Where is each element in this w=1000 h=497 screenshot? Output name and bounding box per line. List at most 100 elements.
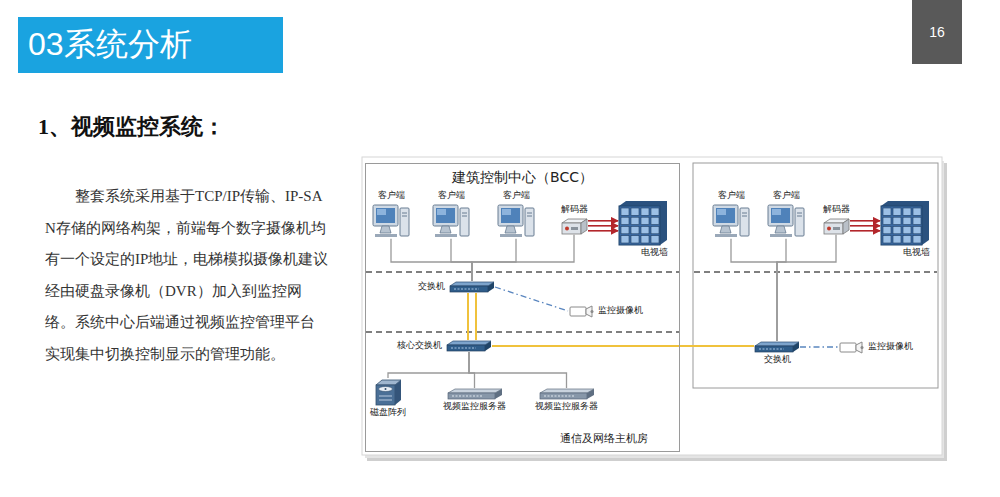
client-pc-icon-part xyxy=(500,234,522,237)
connector xyxy=(850,221,880,231)
client-pc-icon-part xyxy=(376,208,395,223)
video-wall-icon-part xyxy=(893,217,901,224)
server-node: 视频监控服务器 xyxy=(443,388,506,412)
video-wall-icon-part xyxy=(903,208,911,215)
camera-icon-part xyxy=(840,343,856,352)
device-label: 核心交换机 xyxy=(397,341,442,351)
connector xyxy=(391,239,472,281)
video-wall-icon-part xyxy=(621,236,629,243)
device-label: 客户端 xyxy=(773,191,800,201)
decoder-icon-part xyxy=(843,219,849,234)
device-label: 交换机 xyxy=(418,282,445,292)
device-label: 客户端 xyxy=(718,191,745,201)
video-wall-icon-part xyxy=(903,226,911,233)
client-pc-icon xyxy=(372,203,410,239)
disk-array-icon-part xyxy=(379,400,392,401)
connector xyxy=(472,239,516,281)
switch-icon-part xyxy=(793,342,799,352)
client-pc-icon-part xyxy=(462,212,467,213)
connector xyxy=(472,235,574,281)
client-pc-icon-part xyxy=(440,226,451,233)
decoder-icon-part xyxy=(581,219,587,234)
video-wall-icon-part xyxy=(893,208,901,215)
switch-icon-part xyxy=(451,348,476,349)
video-wall-icon-part xyxy=(631,226,639,233)
connector-line xyxy=(777,235,836,341)
connector xyxy=(451,239,472,281)
video-wall-icon-part xyxy=(621,208,629,215)
video-wall-node: 电视墙 xyxy=(880,200,930,258)
client-pc-icon-part xyxy=(527,212,532,213)
video-wall-icon-part xyxy=(913,226,921,233)
slide-title: 03系统分析 xyxy=(28,23,192,67)
client-node: 客户端 xyxy=(767,191,805,239)
switch-icon-part xyxy=(450,282,494,286)
device-label: 电视墙 xyxy=(641,248,668,258)
switch-icon xyxy=(446,340,492,352)
connector xyxy=(388,352,469,378)
connector xyxy=(492,346,754,347)
server-icon xyxy=(539,388,595,400)
connector-line xyxy=(495,287,568,311)
switch-icon-part xyxy=(454,289,479,290)
switch-icon-part xyxy=(447,341,491,345)
connector-line xyxy=(850,230,880,232)
client-pc-icon-part xyxy=(373,205,398,226)
client-pc-icon-part xyxy=(775,226,786,233)
client-node: 客户端 xyxy=(712,191,750,239)
dashed-divider xyxy=(694,271,937,273)
device-label: 监控摄像机 xyxy=(598,306,643,316)
switch-icon-part xyxy=(488,282,494,292)
connector-line xyxy=(451,239,472,281)
connector-line xyxy=(469,352,475,388)
server-icon-part xyxy=(587,389,594,399)
connector xyxy=(469,352,567,388)
client-pc-icon-part xyxy=(713,205,738,226)
camera-icon-part xyxy=(861,346,864,349)
client-pc-icon-part xyxy=(768,205,793,226)
video-wall-icon-part xyxy=(903,217,911,224)
page-number-box: 16 xyxy=(912,0,962,64)
client-pc-icon-part xyxy=(742,212,747,213)
camera-icon xyxy=(838,340,864,354)
client-pc-icon-part xyxy=(436,208,455,223)
client-pc-icon-part xyxy=(772,209,781,215)
video-wall-icon-part xyxy=(893,236,901,243)
client-pc-icon-part xyxy=(402,212,407,213)
client-pc-icon-part xyxy=(402,215,407,216)
video-wall-icon-part xyxy=(881,206,922,245)
switch-icon-part xyxy=(450,286,488,292)
disk-array-node: 磁盘阵列 xyxy=(370,378,406,418)
client-pc-icon xyxy=(497,203,535,239)
decoder-icon xyxy=(560,217,588,235)
client-pc-icon-part xyxy=(375,234,397,237)
decoder-icon-part xyxy=(824,223,843,234)
disk-array-icon-part xyxy=(379,387,393,392)
video-wall-node: 电视墙 xyxy=(618,200,668,258)
client-pc-icon-part xyxy=(435,234,457,237)
video-wall-icon-part xyxy=(621,217,629,224)
client-pc-icon-part xyxy=(771,208,790,223)
connector xyxy=(777,235,836,341)
connector-line xyxy=(472,239,516,281)
camera-icon xyxy=(568,304,594,318)
connector-line xyxy=(467,293,469,340)
video-wall-icon-part xyxy=(631,208,639,215)
client-node: 客户端 xyxy=(432,191,470,239)
panel-title: 建筑控制中心（BCC） xyxy=(452,169,593,187)
client-pc-icon-part xyxy=(462,215,467,216)
connector-line xyxy=(469,352,567,388)
zone-label: 通信及网络主机房 xyxy=(560,431,648,446)
video-wall-icon xyxy=(880,200,930,246)
connector xyxy=(777,239,786,341)
device-label: 视频监控服务器 xyxy=(443,402,506,412)
connector-line xyxy=(777,239,786,341)
video-wall-icon-part xyxy=(641,226,649,233)
video-wall-icon-part xyxy=(883,208,891,215)
video-wall-icon-part xyxy=(883,217,891,224)
client-pc-icon-part xyxy=(527,215,532,216)
video-wall-icon-part xyxy=(651,226,659,233)
device-label: 客户端 xyxy=(438,191,465,201)
title-bar: 03系统分析 xyxy=(18,17,283,73)
